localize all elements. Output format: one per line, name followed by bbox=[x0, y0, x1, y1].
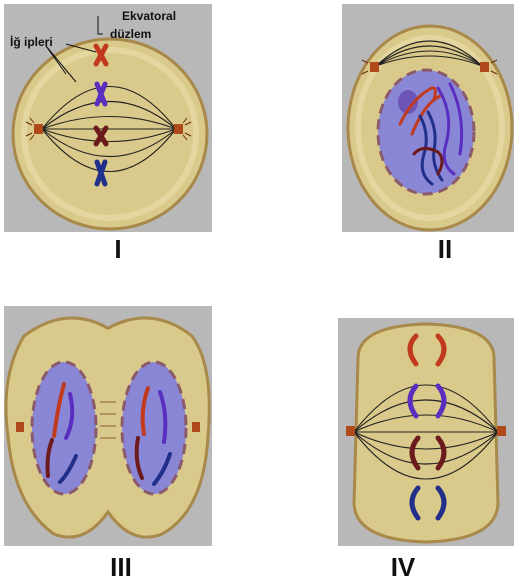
centriole-left bbox=[346, 426, 355, 436]
centriole-left bbox=[16, 422, 24, 432]
panel-prophase bbox=[342, 4, 514, 232]
nucleus-right bbox=[122, 362, 186, 494]
panel-metaphase: İğ ipleri Ekvatoral düzlem bbox=[4, 4, 212, 232]
panel-telophase bbox=[4, 306, 212, 546]
cell-body bbox=[354, 324, 498, 542]
numeral-I: I bbox=[98, 234, 138, 265]
label-equatorial-line2: düzlem bbox=[110, 27, 151, 41]
label-spindle-fibers: İğ ipleri bbox=[10, 34, 53, 49]
metaphase-cell-illustration: İğ ipleri Ekvatoral düzlem bbox=[4, 4, 212, 232]
centriole-right bbox=[497, 426, 506, 436]
telophase-cell-illustration bbox=[4, 306, 212, 546]
centriole-right bbox=[192, 422, 200, 432]
label-equatorial-line1: Ekvatoral bbox=[122, 9, 176, 23]
numeral-IV: IV bbox=[378, 552, 428, 583]
numeral-III: III bbox=[96, 552, 146, 583]
prophase-cell-illustration bbox=[342, 4, 514, 232]
numeral-II: II bbox=[420, 234, 470, 265]
anaphase-cell-illustration bbox=[338, 318, 514, 546]
panel-anaphase bbox=[338, 318, 514, 546]
